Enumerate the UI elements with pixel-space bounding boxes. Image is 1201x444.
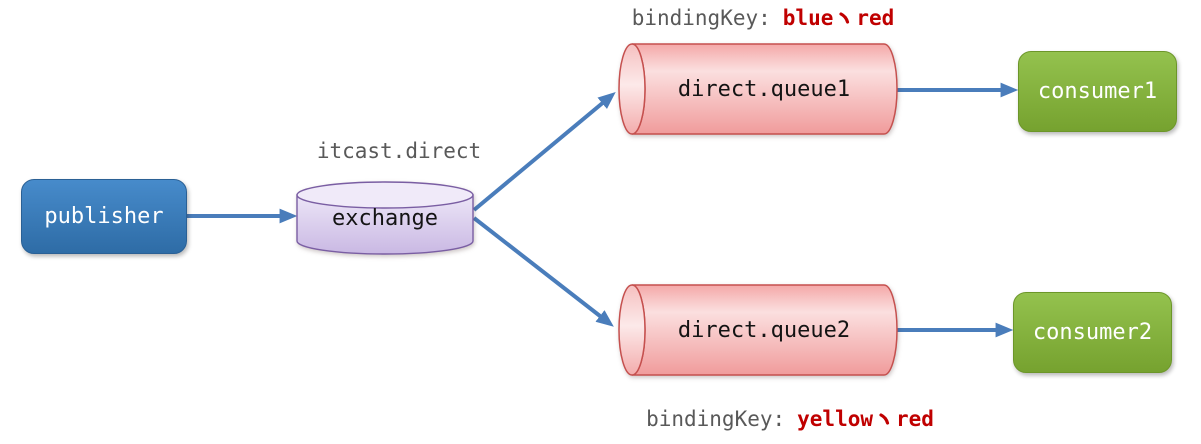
consumer2-label: consumer2 xyxy=(1032,320,1153,345)
binding-key-annotation-queue2: bindingKey: yellow red xyxy=(637,407,943,431)
binding-key-value-2: red xyxy=(856,6,895,30)
arrow-exchange-to-queue1 xyxy=(472,92,616,212)
exchange-cylinder-body xyxy=(296,194,474,255)
binding-key-value-1: blue xyxy=(782,6,834,30)
queue2-label: direct.queue2 xyxy=(677,317,851,343)
consumer1-node: consumer1 xyxy=(1018,51,1177,132)
publisher-node: publisher xyxy=(21,179,187,254)
queue1-label: direct.queue1 xyxy=(677,76,851,102)
exchange-cylinder-top xyxy=(296,181,474,209)
binding-key-prefix: bindingKey: xyxy=(631,6,771,30)
exchange-node: exchange xyxy=(296,181,474,255)
publisher-label: publisher xyxy=(44,204,164,229)
queue2-cylinder-shape xyxy=(618,284,898,376)
exchange-label: exchange xyxy=(332,205,438,231)
binding-key-value-2: red xyxy=(896,407,934,431)
binding-key-value-1: yellow xyxy=(797,407,873,431)
queue1-cylinder-shape xyxy=(618,43,898,135)
binding-key-prefix: bindingKey: xyxy=(646,407,786,431)
consumer2-node: consumer2 xyxy=(1013,292,1172,373)
consumer1-label: consumer1 xyxy=(1037,79,1158,104)
exchange-name-label: itcast.direct xyxy=(316,139,482,163)
arrow-exchange-to-queue2 xyxy=(472,216,614,327)
queue2-cylinder-cap xyxy=(618,284,646,376)
ideographic-comma-separator xyxy=(876,409,894,429)
queue2-node: direct.queue2 xyxy=(617,283,899,377)
queue1-node: direct.queue1 xyxy=(617,42,899,136)
ideographic-comma-separator xyxy=(836,8,854,28)
queue1-cylinder-cap xyxy=(618,43,646,135)
exchange-cylinder-shape xyxy=(296,181,474,255)
